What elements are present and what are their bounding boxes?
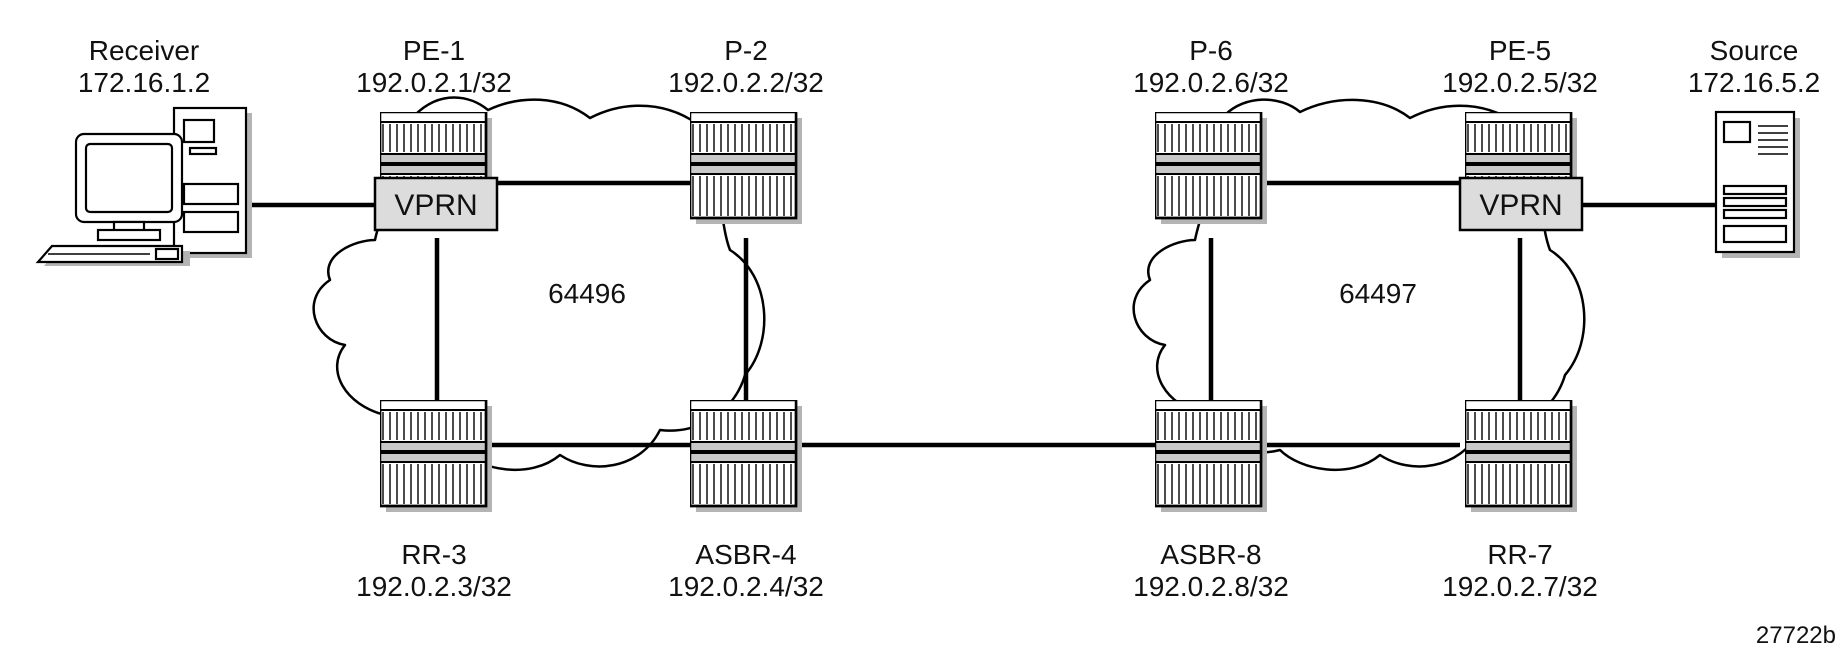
pe1-name: PE-1	[403, 35, 465, 66]
asbr8-name: ASBR-8	[1160, 539, 1261, 570]
p6-name: P-6	[1189, 35, 1233, 66]
vprn-label-pe1: VPRN	[394, 189, 477, 222]
asbr4-ip: 192.0.2.4/32	[668, 571, 824, 602]
source-name: Source	[1710, 35, 1799, 66]
rr7-ip: 192.0.2.7/32	[1442, 571, 1598, 602]
router-icon-p2	[690, 112, 802, 224]
router-icon-asbr8	[1155, 400, 1267, 512]
source-ip: 172.16.5.2	[1688, 67, 1820, 98]
vprn-box-pe1: VPRN	[373, 176, 499, 232]
rr3-ip: 192.0.2.3/32	[356, 571, 512, 602]
router-icon-rr7	[1465, 400, 1577, 512]
pe1-ip: 192.0.2.1/32	[356, 67, 512, 98]
receiver-name: Receiver	[89, 35, 199, 66]
asbr8-ip: 192.0.2.8/32	[1133, 571, 1289, 602]
rr7-name: RR-7	[1487, 539, 1552, 570]
as-number-left: 64496	[548, 278, 626, 309]
workstation-icon	[35, 106, 252, 266]
p2-name: P-2	[724, 35, 768, 66]
vprn-box-pe5: VPRN	[1458, 176, 1584, 232]
node-labels: Receiver 172.16.1.2 PE-1 192.0.2.1/32 P-…	[78, 35, 1836, 649]
router-icon-asbr4	[690, 400, 802, 512]
vprn-label-pe5: VPRN	[1479, 189, 1562, 222]
rr3-name: RR-3	[401, 539, 466, 570]
router-icon-p6	[1155, 112, 1267, 224]
asbr4-name: ASBR-4	[695, 539, 796, 570]
p6-ip: 192.0.2.6/32	[1133, 67, 1289, 98]
p2-ip: 192.0.2.2/32	[668, 67, 824, 98]
server-icon	[1714, 110, 1800, 258]
router-icon-rr3	[380, 400, 492, 512]
links	[250, 180, 1715, 448]
pe5-name: PE-5	[1489, 35, 1551, 66]
figure-id: 27722b	[1756, 622, 1836, 649]
pe5-ip: 192.0.2.5/32	[1442, 67, 1598, 98]
as-number-right: 64497	[1339, 278, 1417, 309]
receiver-ip: 172.16.1.2	[78, 67, 210, 98]
